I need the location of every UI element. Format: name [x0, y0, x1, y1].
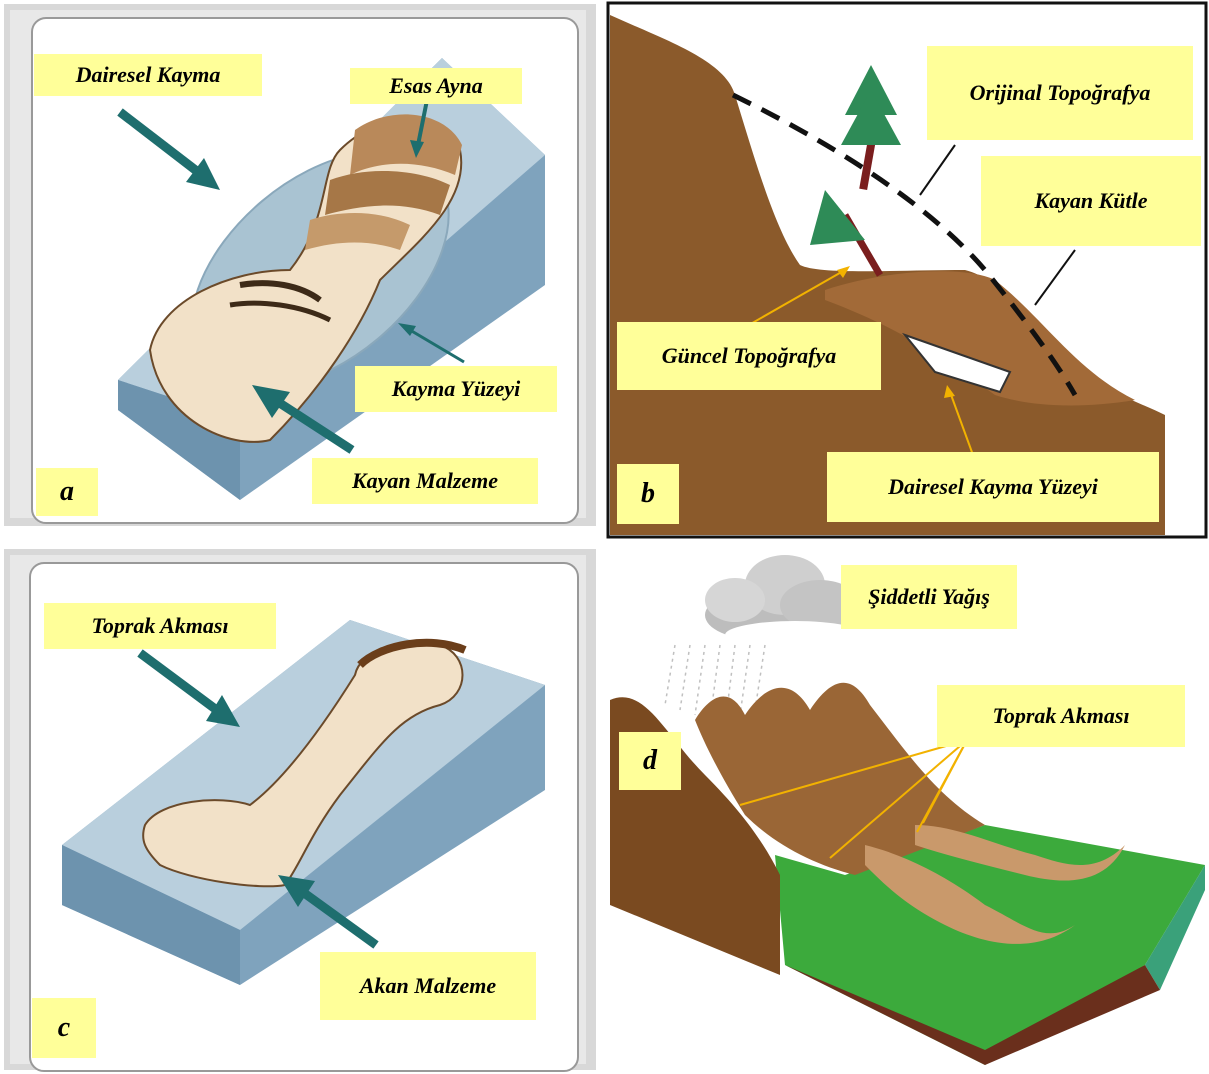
panel-b: Orijinal Topoğrafya Kayan Kütle Güncel T…	[605, 0, 1209, 540]
panel-letter-c: c	[32, 998, 96, 1058]
label-flowing-material: Akan Malzeme	[320, 952, 536, 1020]
panel-letter-d: d	[619, 732, 681, 790]
label-current-topography: Güncel Topoğrafya	[617, 322, 881, 390]
label-slip-surface: Kayma Yüzeyi	[355, 366, 557, 412]
label-earth-flow: Toprak Akması	[44, 603, 276, 649]
label-main-scarp: Esas Ayna	[350, 68, 522, 104]
label-circular-slide: Dairesel Kayma	[34, 54, 262, 96]
label-circular-slip-surface: Dairesel Kayma Yüzeyi	[827, 452, 1159, 522]
label-earth-flow: Toprak Akması	[937, 685, 1185, 747]
panel-letter-a: a	[36, 468, 98, 516]
label-slid-material: Kayan Malzeme	[312, 458, 538, 504]
panel-c: Toprak Akması Akan Malzeme c	[0, 545, 598, 1074]
label-heavy-rain: Şiddetli Yağış	[841, 565, 1017, 629]
panel-d: Şiddetli Yağış Toprak Akması d	[605, 545, 1209, 1074]
panel-letter-b: b	[617, 464, 679, 524]
panel-a: Dairesel Kayma Esas Ayna Kayma Yüzeyi Ka…	[0, 0, 598, 528]
label-sliding-mass: Kayan Kütle	[981, 156, 1201, 246]
label-original-topography: Orijinal Topoğrafya	[927, 46, 1193, 140]
